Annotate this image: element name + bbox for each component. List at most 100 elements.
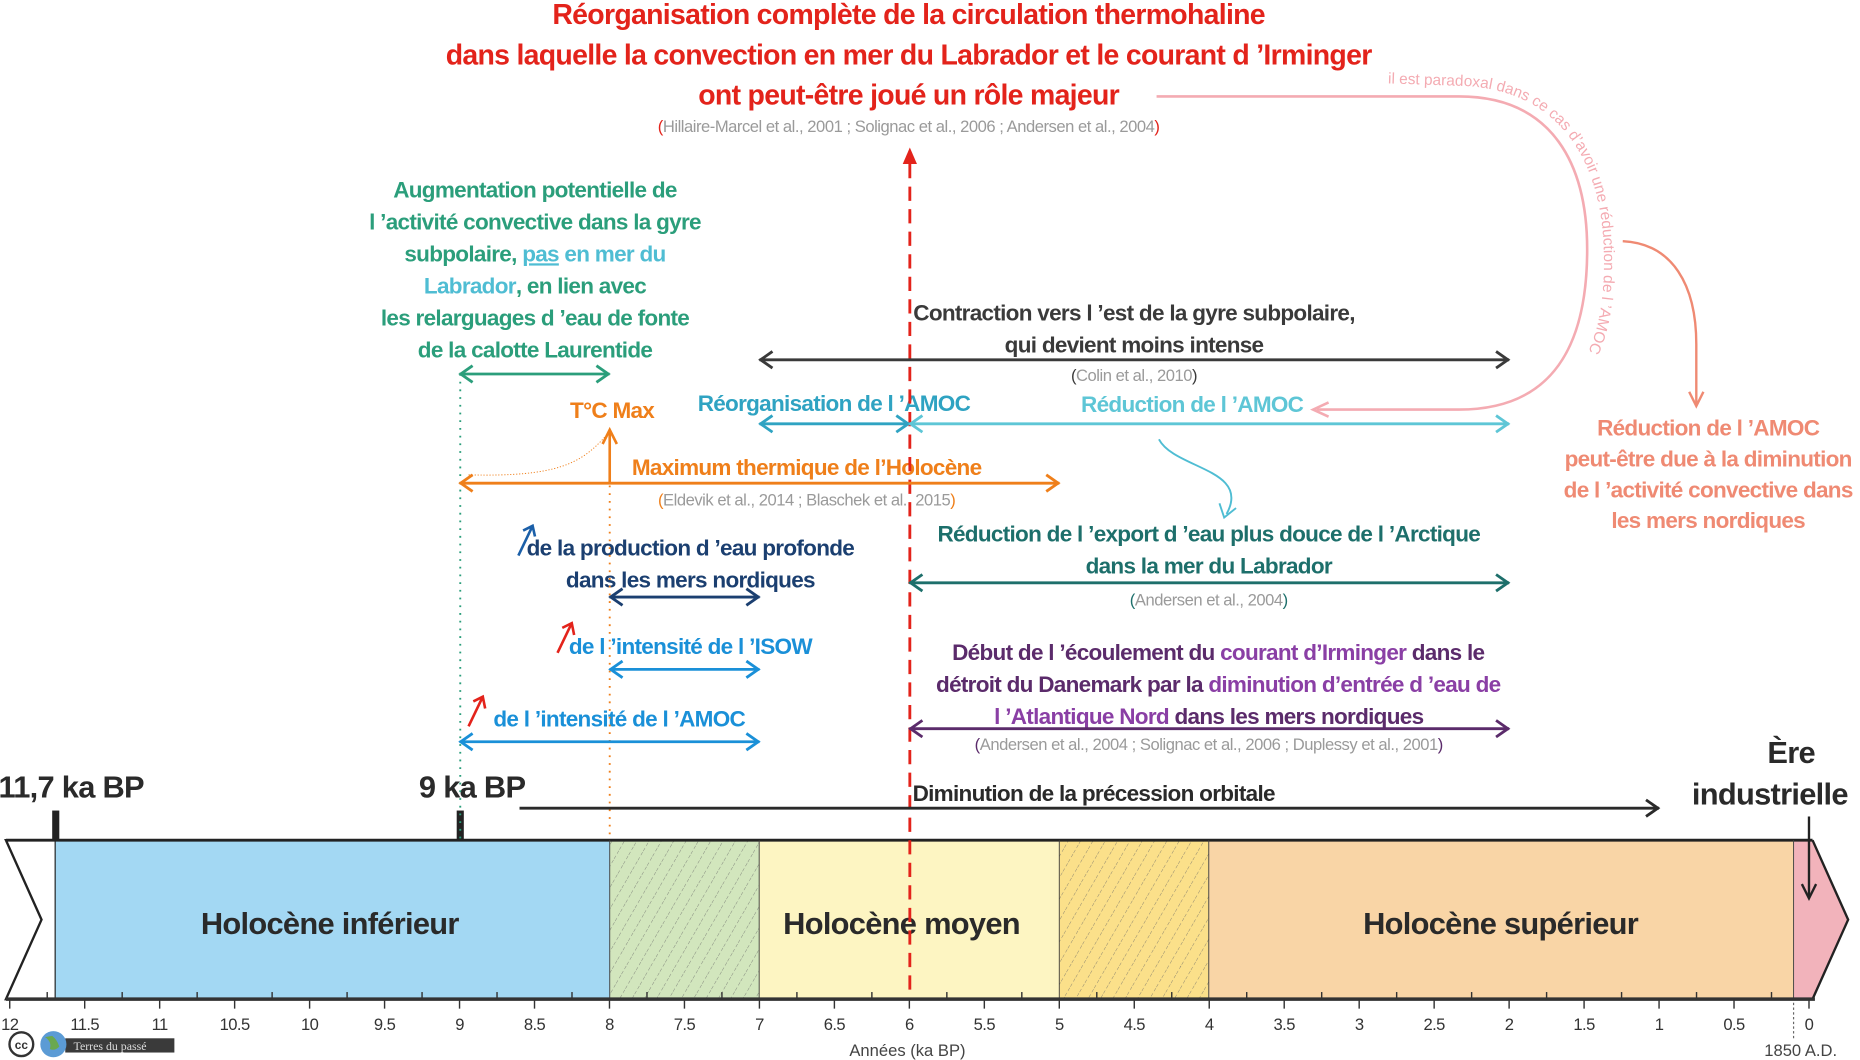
thermal-max-label: Maximum thermique de l’Holocène [632, 455, 982, 480]
tick-label: 0 [1805, 1015, 1814, 1034]
paren: ) [1154, 117, 1159, 136]
t: Colin et al., 2010 [1076, 366, 1192, 385]
green-note-line: Augmentation potentielle de [393, 177, 677, 202]
t: dans la mer du Labrador [1086, 553, 1333, 578]
arrowhead-icon [1495, 414, 1511, 434]
tick-label: 8.5 [524, 1015, 546, 1034]
t: Andersen et al., 2004 ; Solignac et al.,… [980, 735, 1438, 754]
arrowhead-icon [458, 732, 474, 752]
arrowhead-icon [758, 414, 774, 434]
marker-9 [456, 810, 464, 841]
t: dans les mers nordiques [566, 568, 815, 593]
arctic-export-note: Réduction de l ’export d ’eau plus douce… [937, 521, 1480, 578]
green-note: Augmentation potentielle de l ’activité … [369, 177, 702, 362]
cc-text: cc [15, 1038, 29, 1052]
tick-label: 3.5 [1274, 1015, 1296, 1034]
arrowhead-icon [745, 659, 761, 679]
chevron-start [4, 839, 57, 1001]
paren: ( [1071, 366, 1077, 385]
marker-11-7-label: 11,7 ka BP [0, 769, 144, 804]
green-note-line: Labrador, en lien avec [424, 273, 646, 298]
arrowhead-icon [908, 719, 924, 739]
t: Réduction de l ’AMOC [1597, 416, 1820, 441]
t: dans le [1406, 640, 1484, 665]
t: subpolaire, [404, 241, 522, 266]
t: courant d’Irminger [1220, 640, 1407, 665]
t: l ’Atlantique Nord dans les mers nordiqu… [994, 704, 1423, 729]
period-upper [1208, 840, 1794, 1000]
t: dans les mers nordiques [1169, 704, 1424, 729]
t: diminution d’entrée d ’eau de [1208, 672, 1500, 697]
t: peut-être due à la diminution [1565, 447, 1852, 472]
paren: ) [1283, 590, 1288, 609]
arrowhead-icon [758, 350, 774, 370]
period-lower-label: Holocène inférieur [201, 906, 460, 941]
deep-water-note: de la production d ’eau profonde dans le… [527, 536, 855, 593]
t: , en lien avec [516, 273, 646, 298]
arrowhead-icon [1800, 883, 1818, 901]
tick-label: 0.5 [1723, 1015, 1745, 1034]
precession-label: Diminution de la précession orbitale [913, 781, 1275, 806]
t: l ’Atlantique Nord [994, 704, 1169, 729]
tick-label: 1.5 [1573, 1015, 1595, 1034]
t: Ère [1767, 735, 1815, 770]
tick-label: 10.5 [220, 1015, 250, 1034]
tick-label: 9 [455, 1015, 464, 1034]
tick-label: 1 [1655, 1015, 1664, 1034]
t: les mers nordiques [1611, 508, 1805, 533]
arrowhead-icon [1218, 503, 1237, 520]
t: industrielle [1692, 777, 1848, 812]
arrowhead-icon [908, 573, 924, 593]
up-arrow-icon [467, 694, 487, 727]
t: de la production d ’eau profonde [527, 536, 855, 561]
industrial-label: Ère industrielle [1692, 735, 1849, 812]
increase-arrows [467, 523, 576, 727]
tick-label: 7 [755, 1015, 764, 1034]
irminger-citation: (Andersen et al., 2004 ; Solignac et al.… [975, 735, 1443, 754]
axis-label: Années (ka BP) [849, 1041, 965, 1060]
curved-arrow [1158, 438, 1233, 515]
tick-label: 6 [905, 1015, 914, 1034]
citation-text: Hillaire-Marcel et al., 2001 ; Solignac … [663, 117, 1155, 136]
green-note-line: les relarguages d ’eau de fonte [381, 305, 689, 330]
salmon-arrow [1622, 239, 1698, 404]
logo-text: Terres du passé [74, 1039, 147, 1053]
tick-label: 5 [1055, 1015, 1064, 1034]
t: détroit du Danemark par la diminution d’… [936, 672, 1501, 697]
t: Contraction vers l ’est de la gyre subpo… [913, 301, 1355, 326]
tick-label: 10 [301, 1015, 319, 1034]
arrowhead-icon [1645, 798, 1661, 818]
period-lower [55, 840, 610, 1000]
arrowhead-icon [1495, 350, 1511, 370]
paradox-loop-arrow [1156, 95, 1589, 411]
nordic-note: Réduction de l ’AMOC peut-être due à la … [1564, 416, 1854, 534]
title-citation: (Hillaire-Marcel et al., 2001 ; Solignac… [658, 117, 1160, 136]
arrowhead-icon [1495, 573, 1511, 593]
band-dividers [609, 840, 1795, 1000]
title-line-2: dans laquelle la convection en mer du La… [446, 39, 1373, 71]
up-arrow-icon [556, 621, 576, 654]
thermal-max-citation: (Eldevik et al., 2014 ; Blaschek et al.,… [658, 491, 955, 510]
isow-note: de l ’intensité de l ’ISOW [569, 634, 813, 659]
industrial-era [1793, 840, 1849, 1000]
logo: cc Terres du passé [8, 1031, 175, 1058]
t: Début de l ’écoulement du [952, 640, 1220, 665]
paren: ( [1130, 590, 1136, 609]
paren: ( [658, 117, 664, 136]
tick-label: 8 [605, 1015, 614, 1034]
t: en mer du [559, 241, 666, 266]
arrowhead-icon [458, 364, 474, 384]
t: pas [522, 241, 559, 266]
marker-11-7 [52, 810, 60, 841]
t: Réduction de l ’export d ’eau plus douce… [937, 521, 1480, 546]
tick-label: 11.5 [70, 1015, 99, 1034]
axis-end-label: 1850 A.D. [1764, 1041, 1837, 1060]
hatch [1059, 840, 1209, 1000]
tick-label: 3 [1355, 1015, 1364, 1034]
t: Labrador [424, 273, 517, 298]
tick-label: 4.5 [1124, 1015, 1146, 1034]
t: Début de l ’écoulement du courant d’Irmi… [952, 640, 1484, 665]
paren: ( [975, 735, 981, 754]
